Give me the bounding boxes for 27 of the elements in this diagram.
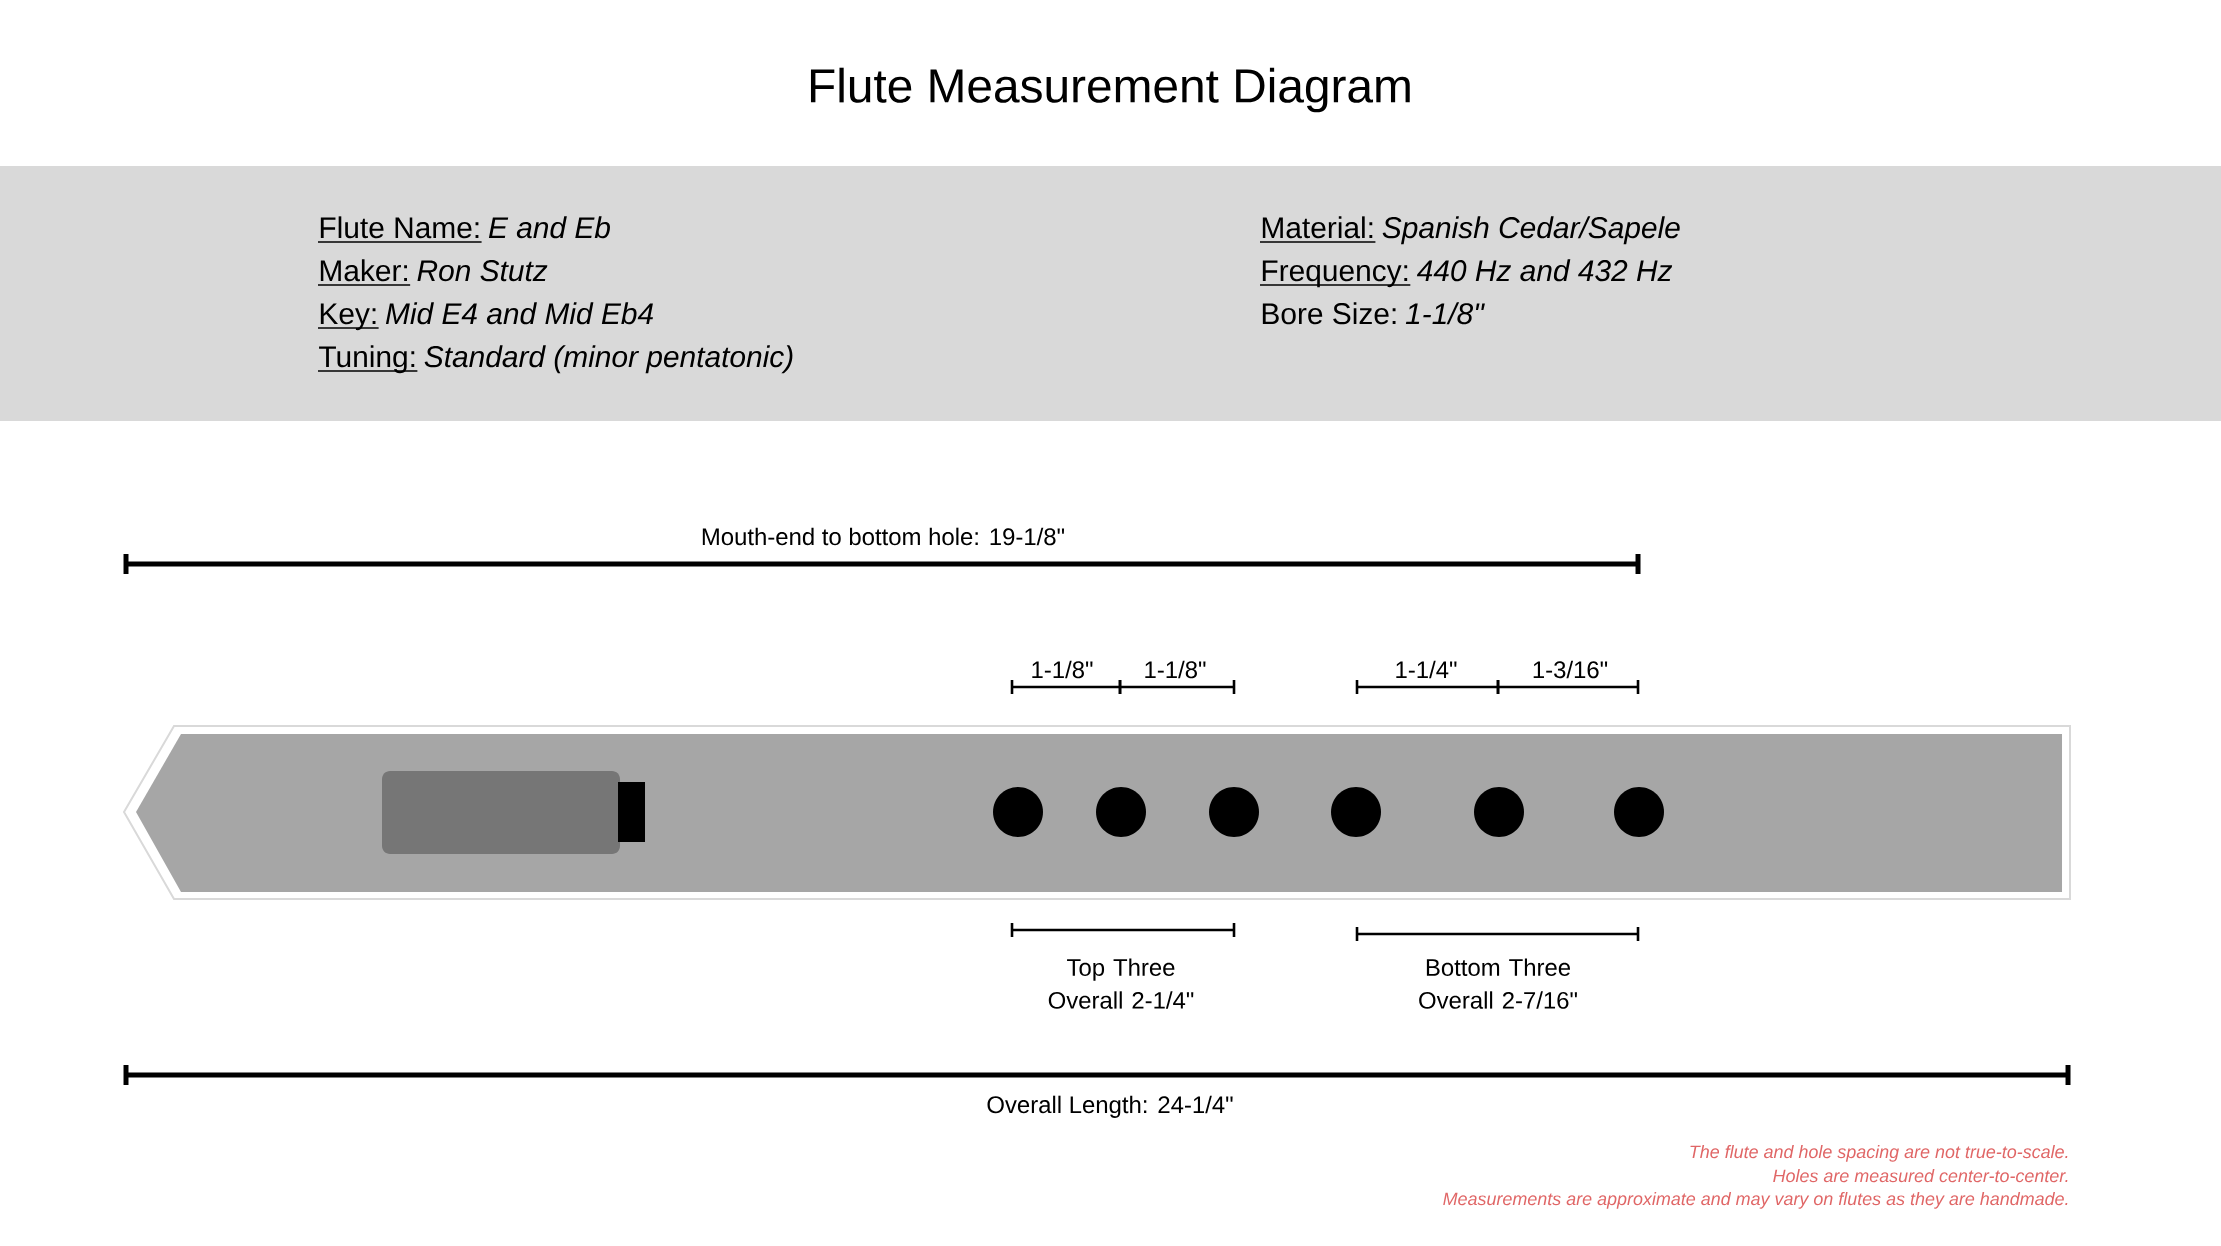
dimension-label: Overall Length: 24-1/4" (987, 1095, 1233, 1118)
info-key: Material: (1259, 216, 1377, 243)
info-value: 1-1/8" (1405, 302, 1485, 325)
info-key: Bore Size: (1262, 302, 1396, 325)
info-band (0, 166, 2221, 421)
dimension-label: 1-1/8" (1032, 660, 1093, 679)
note-text: The flute and hole spacing are not true-to-scale. (1690, 1145, 2068, 1162)
info-key: Maker: (317, 259, 411, 286)
info-value: 440 Hz and 432 Hz (1416, 259, 1673, 282)
info-value: Ron Stutz (417, 260, 548, 282)
info-key: Key: (317, 303, 380, 331)
note-text: Measurements are approximate and may vary on flutes as they are handmade. (1443, 1192, 2068, 1209)
info-key: Flute Name: (317, 216, 483, 243)
title: Flute Measurement Diagram (810, 67, 1410, 113)
info-key: Tuning: (317, 345, 419, 374)
note-text: Holes are measured center-to-center. (1773, 1169, 2068, 1183)
dimension-label: 1-1/4" (1396, 660, 1457, 679)
info-value: E and Eb (488, 216, 610, 239)
dimension-label: Mouth-end to bottom hole: 19-1/8" (702, 527, 1065, 546)
dimension-label: Top Three Overall 2-1/4" (1048, 958, 1194, 1009)
info-value: Standard (minor pentatonic) (424, 345, 793, 374)
info-key: Frequency: (1259, 260, 1411, 288)
dimension-label: Bottom Three Overall 2-7/16" (1419, 958, 1577, 1009)
info-value: Mid E4 and Mid Eb4 (385, 302, 653, 325)
info-value: Spanish Cedar/Sapele (1382, 216, 1680, 245)
dimension-label: 1-1/8" (1145, 660, 1206, 679)
dimension-label: 1-3/16" (1533, 660, 1608, 679)
